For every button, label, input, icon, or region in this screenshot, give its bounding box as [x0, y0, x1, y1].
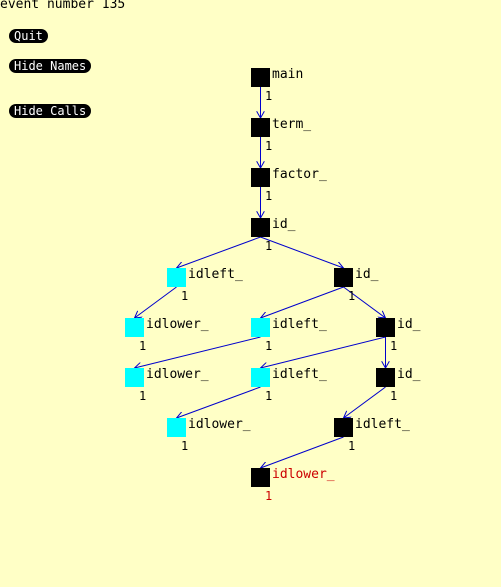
- event-number-label: event number 135: [0, 0, 126, 12]
- function-node-box[interactable]: [376, 368, 395, 387]
- function-node-call-count: 1: [265, 339, 272, 353]
- function-node-call-count: 1: [265, 489, 272, 503]
- function-node-call-count: 1: [181, 439, 188, 453]
- function-node-call-count: 1: [139, 389, 146, 403]
- function-node-name: term_: [272, 117, 311, 132]
- function-node-box[interactable]: [251, 368, 270, 387]
- quit-button[interactable]: Quit: [9, 29, 48, 43]
- function-node-box[interactable]: [334, 268, 353, 287]
- function-node-name: idlower_: [188, 417, 251, 432]
- function-node-name: idleft_: [188, 267, 243, 282]
- call-edge: [177, 236, 261, 268]
- function-node-name: idleft_: [272, 367, 327, 382]
- function-node-box[interactable]: [125, 368, 144, 387]
- function-node-call-count: 1: [265, 89, 272, 103]
- function-node-call-count: 1: [265, 239, 272, 253]
- call-edge: [261, 436, 344, 468]
- call-edge: [135, 336, 261, 368]
- function-node-name: id_: [397, 317, 421, 332]
- function-node-call-count: 1: [181, 289, 188, 303]
- call-edge: [261, 286, 344, 318]
- function-node-call-count: 1: [348, 289, 355, 303]
- function-node-name: main: [272, 67, 303, 82]
- function-node-box[interactable]: [251, 468, 270, 487]
- function-node-call-count: 1: [390, 339, 397, 353]
- hide-names-button[interactable]: Hide Names: [9, 59, 92, 73]
- function-node-box[interactable]: [125, 318, 144, 337]
- function-node-box[interactable]: [167, 268, 186, 287]
- function-node-box[interactable]: [251, 318, 270, 337]
- function-node-name: idleft_: [355, 417, 410, 432]
- function-node-name: id_: [355, 267, 379, 282]
- function-node-call-count: 1: [348, 439, 355, 453]
- function-node-name: idlower_: [146, 367, 209, 382]
- call-edge: [343, 286, 386, 318]
- function-node-name: id_: [272, 217, 296, 232]
- function-node-call-count: 1: [265, 189, 272, 203]
- function-node-call-count: 1: [390, 389, 397, 403]
- call-edge: [260, 236, 344, 268]
- function-node-box[interactable]: [251, 168, 270, 187]
- call-edge: [261, 336, 386, 368]
- call-edge: [177, 386, 261, 418]
- call-edge: [135, 286, 177, 318]
- function-node-name: factor_: [272, 167, 327, 182]
- function-node-box[interactable]: [251, 68, 270, 87]
- function-node-name: idlower_: [146, 317, 209, 332]
- function-node-box[interactable]: [376, 318, 395, 337]
- function-node-box[interactable]: [251, 118, 270, 137]
- function-node-box[interactable]: [251, 218, 270, 237]
- function-node-name: id_: [397, 367, 421, 382]
- function-node-box[interactable]: [334, 418, 353, 437]
- function-node-call-count: 1: [265, 389, 272, 403]
- function-node-call-count: 1: [139, 339, 146, 353]
- function-node-call-count: 1: [265, 139, 272, 153]
- function-node-name: idleft_: [272, 317, 327, 332]
- call-edge: [344, 386, 386, 418]
- function-node-name: idlower_: [272, 467, 335, 482]
- hide-calls-button[interactable]: Hide Calls: [9, 104, 92, 118]
- function-node-box[interactable]: [167, 418, 186, 437]
